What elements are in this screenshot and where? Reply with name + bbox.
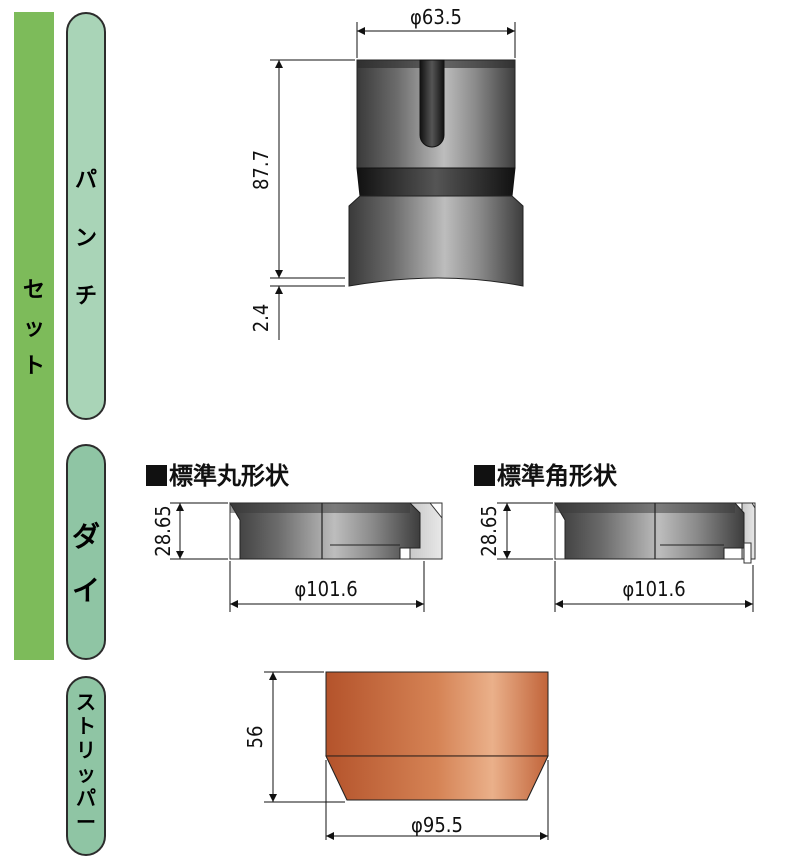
square-die-diameter-label: φ101.6 [622, 577, 685, 601]
punch-diameter-label: φ63.5 [410, 5, 462, 29]
punch-height-label: 87.7 [249, 150, 273, 190]
die-label-pill: ダ イ [66, 444, 106, 660]
stripper-label-pill: ス ト リ ッ パ ー [66, 676, 106, 856]
stripper-char: リ [76, 738, 96, 762]
square-bullet-icon [474, 465, 495, 486]
stripper-drawing [325, 671, 549, 801]
round-die-drawing [229, 502, 443, 560]
round-die-height-label: 28.65 [151, 505, 175, 557]
round-shape-heading: 標準丸形状 [146, 456, 289, 491]
square-shape-title: 標準角形状 [497, 462, 617, 490]
square-bullet-icon [146, 465, 167, 486]
stripper-char: ス [76, 690, 96, 714]
punch-drawing [348, 59, 524, 287]
die-label: ダ イ [68, 510, 104, 618]
set-char: セ [22, 278, 45, 303]
punch-char: チ [74, 284, 97, 309]
round-shape-title: 標準丸形状 [169, 462, 289, 490]
square-die-dimension-lines [497, 502, 754, 612]
stripper-dimension-lines [264, 671, 549, 840]
stripper-diameter-label: φ95.5 [411, 813, 463, 837]
stripper-char: パ [76, 786, 96, 810]
square-shape-heading: 標準角形状 [474, 456, 617, 491]
set-char: ッ [22, 316, 45, 341]
punch-char: ン [74, 226, 97, 251]
set-label: セ ッ ト [14, 272, 54, 386]
square-die-drawing [554, 502, 756, 564]
stripper-char: ト [76, 714, 96, 738]
square-die-height-label: 28.65 [477, 505, 501, 557]
stripper-char: ッ [76, 762, 96, 786]
punch-char: パ [74, 168, 97, 193]
stripper-label: ス ト リ ッ パ ー [68, 690, 104, 834]
set-char: ト [22, 354, 45, 379]
stripper-char: ー [76, 810, 96, 834]
punch-label: パ ン チ [68, 152, 104, 326]
punch-gap-label: 2.4 [249, 304, 273, 333]
stripper-height-label: 56 [243, 726, 267, 749]
punch-label-pill: パ ン チ [66, 12, 106, 420]
round-die-dimension-lines [170, 502, 425, 612]
punch-dimension-lines [270, 22, 516, 340]
die-char: イ [71, 574, 100, 607]
round-die-diameter-label: φ101.6 [294, 577, 357, 601]
die-char: ダ [71, 520, 100, 553]
set-label-bar: セ ッ ト [14, 12, 54, 660]
